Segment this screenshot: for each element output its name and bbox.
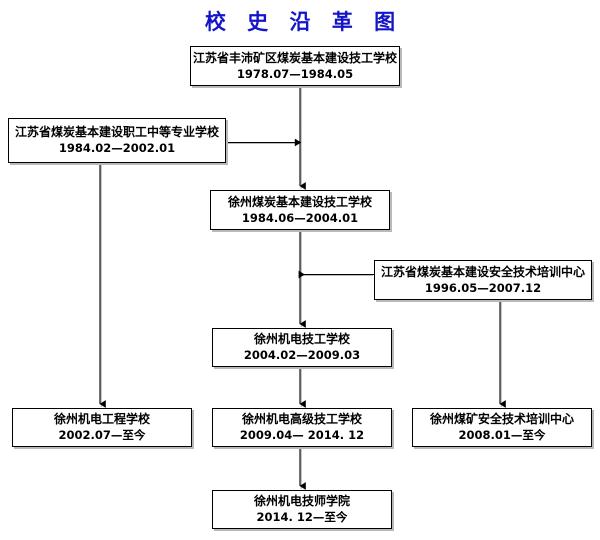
node-title: 江苏省煤炭基本建设安全技术培训中心 [380, 264, 585, 279]
node-period: 2004.02—2009.03 [243, 348, 361, 362]
node-xuzhou-coal-mine-safety-training-center[interactable]: 徐州煤矿安全技术培训中心 2008.01—至今 [412, 408, 592, 447]
node-title: 徐州机电技工学校 [253, 332, 350, 346]
node-title: 徐州机电技师学院 [253, 494, 350, 508]
node-xuzhou-senior-technical-school[interactable]: 徐州机电高级技工学校 2009.04— 2014. 12 [212, 408, 392, 447]
node-period: 2008.01—至今 [458, 428, 546, 442]
node-period: 1984.02—2002.01 [58, 141, 176, 155]
page-title: 校 史 沿 革 图 [204, 10, 403, 34]
node-title: 徐州煤炭基本建设技工学校 [227, 194, 372, 209]
node-title: 江苏省煤炭基本建设职工中等专业学校 [14, 125, 219, 139]
node-title: 江苏省丰沛矿区煤炭基本建设技工学校 [192, 50, 397, 65]
node-period: 2002.07—至今 [58, 428, 146, 442]
node-title: 徐州机电工程学校 [53, 412, 150, 426]
node-xuzhou-electromechanical-engineering-school[interactable]: 徐州机电工程学校 2002.07—至今 [12, 408, 192, 447]
node-period: 1978.07—1984.05 [236, 66, 354, 81]
node-period: 2014. 12—至今 [256, 510, 348, 524]
node-xuzhou-technician-institute[interactable]: 徐州机电技师学院 2014. 12—至今 [212, 490, 392, 529]
node-jiangsu-fengpei-technical-school[interactable]: 江苏省丰沛矿区煤炭基本建设技工学校 1978.07—1984.05 [190, 46, 400, 86]
node-title: 徐州煤矿安全技术培训中心 [429, 412, 574, 426]
node-xuzhou-electromechanical-technical-school[interactable]: 徐州机电技工学校 2004.02—2009.03 [212, 328, 392, 367]
node-title: 徐州机电高级技工学校 [241, 412, 362, 426]
node-jiangsu-coal-vocational-secondary-school[interactable]: 江苏省煤炭基本建设职工中等专业学校 1984.02—2002.01 [8, 118, 226, 163]
node-xuzhou-coal-technical-school[interactable]: 徐州煤炭基本建设技工学校 1984.06—2004.01 [210, 190, 390, 230]
node-period: 1984.06—2004.01 [241, 210, 359, 225]
node-period: 2009.04— 2014. 12 [239, 428, 365, 442]
node-period: 1996.05—2007.12 [424, 280, 542, 295]
node-jiangsu-coal-safety-training-center[interactable]: 江苏省煤炭基本建设安全技术培训中心 1996.05—2007.12 [374, 260, 592, 300]
